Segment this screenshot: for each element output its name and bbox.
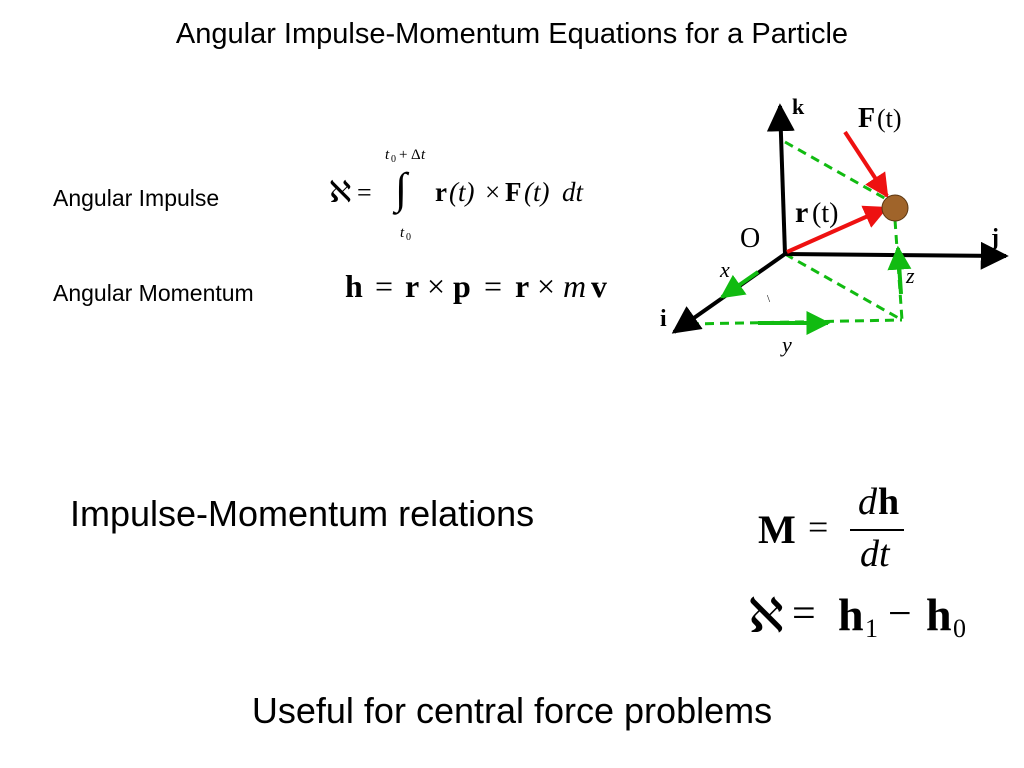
r-vector: r: [435, 177, 447, 207]
closing-statement: Useful for central force problems: [251, 690, 773, 731]
upper-limit-delta: Δ: [411, 147, 421, 163]
relations-label: Impulse-Momentum relations: [70, 493, 535, 534]
aleph-symbol: ℵ: [329, 176, 352, 209]
equals-sign: =: [808, 507, 829, 547]
axis-k-arrow: [766, 103, 795, 255]
h-numerator: h: [878, 481, 900, 523]
aleph-symbol: ℵ: [748, 590, 784, 643]
p-vector: p: [453, 268, 471, 304]
h1-vector: h: [838, 589, 864, 640]
angular-momentum-equation: h = r × p = r × m v: [345, 268, 625, 313]
h0-subscript: 0: [953, 614, 966, 643]
d-numerator: d: [858, 481, 877, 523]
red-vectors: [786, 130, 889, 254]
dt-term: dt: [562, 177, 584, 207]
lower-limit-t: t: [400, 225, 405, 241]
axis-i-label: i: [660, 306, 667, 332]
momentum-change-equation: ℵ = h 1 − h 0: [748, 588, 988, 658]
dt-denominator: dt: [860, 533, 890, 575]
origin-label: O: [740, 223, 760, 254]
stray-mark: \: [767, 293, 771, 305]
v-vector: v: [591, 268, 607, 304]
force-label-bold: F: [858, 103, 875, 134]
h1-subscript: 1: [865, 614, 878, 643]
F-vector: F: [505, 177, 522, 207]
position-arrow: [786, 205, 889, 254]
z-component-label: z: [905, 263, 915, 288]
equals-sign-2: =: [484, 268, 503, 304]
equals-sign: =: [792, 591, 816, 637]
equals-sign: =: [357, 178, 372, 207]
fraction-bar: [850, 529, 904, 531]
integral-sign: ∫: [395, 164, 408, 213]
minus-sign: −: [888, 591, 912, 637]
r-vector-1: r: [405, 268, 420, 304]
particle: [881, 194, 909, 222]
component-arrows: [720, 245, 912, 335]
cross-sign: ×: [485, 177, 501, 207]
axis-k-label: k: [792, 94, 805, 119]
axis-j-label: j: [990, 225, 999, 251]
force-arrow: [843, 130, 889, 199]
position-label-arg: (t): [812, 198, 838, 229]
z-component-arrow: [887, 245, 912, 295]
slide-title: Angular Impulse-Momentum Equations for a…: [175, 18, 849, 50]
lower-limit-sub: 0: [406, 232, 411, 243]
equals-sign-1: =: [375, 268, 394, 304]
upper-limit-plus: +: [399, 147, 408, 163]
force-label-arg: (t): [877, 104, 902, 133]
M-vector: M: [758, 507, 796, 552]
mass-symbol: m: [563, 268, 587, 304]
r-vector-2: r: [515, 268, 530, 304]
upper-limit-sub: 0: [391, 154, 396, 165]
F-argument: (t): [524, 177, 550, 207]
moment-equation: M = d h dt: [758, 480, 928, 585]
upper-limit-dt: t: [421, 147, 426, 163]
coordinate-diagram: k j i O F (t) r (t) x y z \: [660, 94, 1009, 357]
h0-vector: h: [926, 589, 952, 640]
angular-momentum-label: Angular Momentum: [53, 280, 254, 306]
angular-impulse-equation: ℵ = t 0 + Δ t ∫ t 0 r (t) × F (t) dt: [325, 145, 615, 250]
x-component-arrow: [720, 270, 760, 299]
x-component-label: x: [719, 257, 730, 282]
y-component-label: y: [780, 332, 792, 357]
cross-sign-1: ×: [427, 268, 446, 304]
position-label-bold: r: [795, 196, 808, 229]
h-vector: h: [345, 268, 363, 304]
upper-limit-t: t: [385, 147, 390, 163]
dashed-line-diagonal: [784, 252, 903, 322]
angular-impulse-label: Angular Impulse: [53, 185, 220, 211]
r-argument: (t): [449, 177, 475, 207]
cross-sign-2: ×: [537, 268, 556, 304]
dashed-line-top: [784, 140, 896, 206]
axis-j-arrow: [784, 241, 1009, 270]
